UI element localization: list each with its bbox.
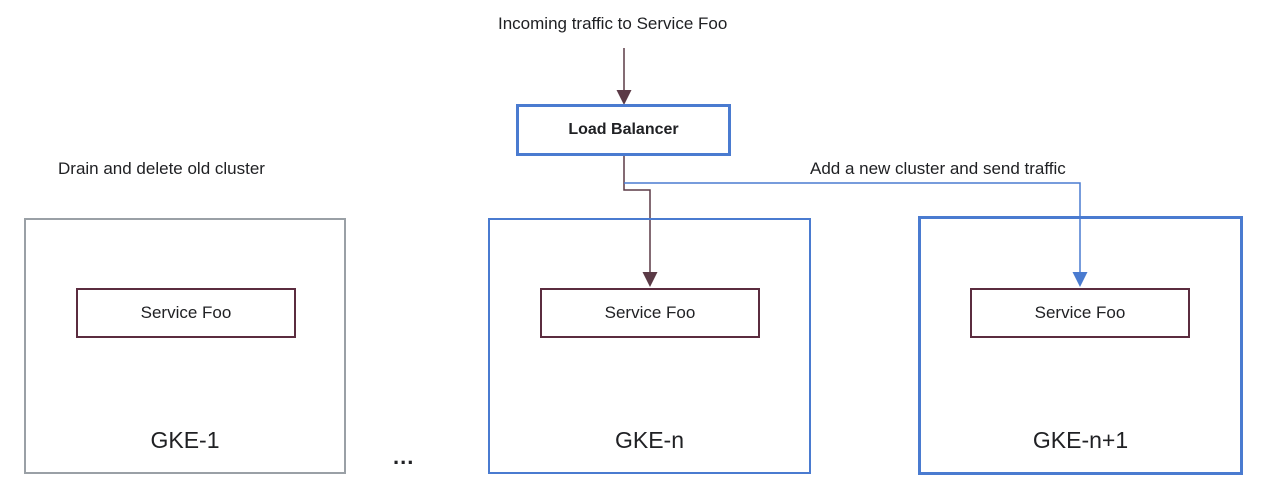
service-label: Service Foo	[1034, 303, 1126, 322]
cluster-gke-n-plus-1: Service Foo GKE-n+1	[918, 216, 1243, 475]
service-foo-box: Service Foo	[970, 288, 1190, 338]
cluster-gke-n: Service Foo GKE-n	[488, 218, 811, 474]
lb-to-gke-n1-arrow	[624, 182, 1088, 287]
load-balancer-box: Load Balancer	[516, 104, 731, 156]
cluster-name: GKE-n+1	[1032, 427, 1129, 453]
load-balancer-label: Load Balancer	[568, 121, 679, 138]
service-foo-box: Service Foo	[76, 288, 296, 338]
cluster-gke-1: Service Foo GKE-1	[24, 218, 346, 474]
service-label: Service Foo	[140, 303, 232, 322]
cluster-name: GKE-n	[614, 427, 685, 453]
service-label: Service Foo	[604, 303, 696, 322]
drain-note: Drain and delete old cluster	[58, 159, 265, 178]
incoming-traffic-label: Incoming traffic to Service Foo	[498, 14, 728, 33]
service-foo-box: Service Foo	[540, 288, 760, 338]
add-cluster-note: Add a new cluster and send traffic	[810, 159, 1066, 178]
cluster-name: GKE-1	[150, 427, 220, 453]
lb-to-gke-n-arrow	[623, 155, 658, 287]
ellipsis: ...	[393, 444, 415, 469]
